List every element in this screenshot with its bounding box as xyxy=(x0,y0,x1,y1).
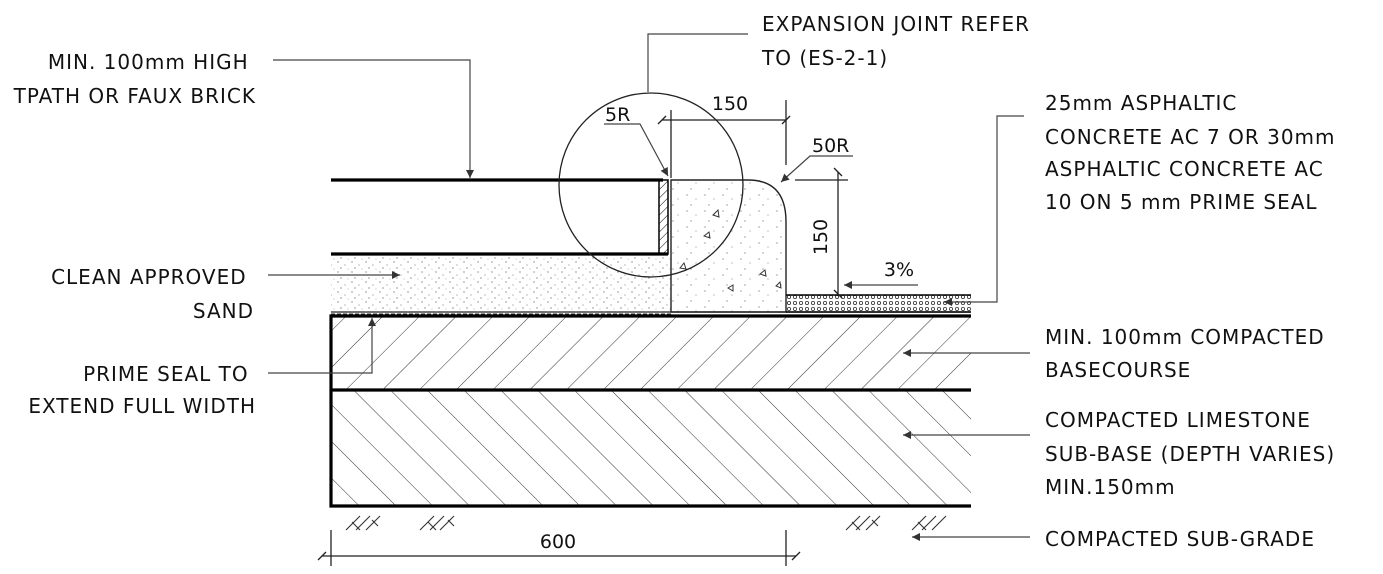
label-asphaltic: 25mm ASPHALTIC CONCRETE AC 7 OR 30mm ASP… xyxy=(1045,91,1343,214)
leader-5r xyxy=(604,123,669,177)
dim-text-inner-radius: 5R xyxy=(605,104,630,126)
asphalt-layer xyxy=(786,295,971,312)
label-basecourse: MIN. 100mm COMPACTED BASECOURSE xyxy=(1045,325,1332,382)
expansion-joint-filler xyxy=(658,179,669,255)
leader-expansion-joint xyxy=(647,33,748,92)
leader-prime-seal xyxy=(268,318,376,374)
label-prime-seal: PRIME SEAL TO EXTEND FULL WIDTH xyxy=(28,362,256,418)
dim-text-outer-radius: 50R xyxy=(812,135,849,157)
label-subgrade: COMPACTED SUB-GRADE xyxy=(1045,527,1315,551)
dim-text-kerb-height: 150 xyxy=(810,219,832,255)
dim-text-overall-width: 600 xyxy=(540,531,576,553)
dim-text-slope: 3% xyxy=(884,259,914,281)
pavement-outline xyxy=(329,314,971,508)
dim-kerb-width xyxy=(657,100,791,178)
footpath-layer xyxy=(331,178,668,256)
subbase-layer xyxy=(331,390,971,506)
label-sand: CLEAN APPROVED SAND xyxy=(51,265,254,323)
subgrade-marks xyxy=(345,515,947,531)
expansion-joint-detail-circle xyxy=(558,92,744,278)
leader-50r xyxy=(780,155,853,183)
leader-footpath xyxy=(273,59,474,178)
leader-asphaltic xyxy=(944,115,1024,306)
dim-kerb-height xyxy=(795,167,848,299)
basecourse-layer xyxy=(331,316,971,390)
sand-layer xyxy=(331,254,671,312)
label-expansion-joint: EXPANSION JOINT REFER TO (ES-2-1) xyxy=(761,12,1037,70)
dim-overall-width xyxy=(317,530,801,566)
kerb-aggregate-marks xyxy=(679,208,782,292)
label-subbase: COMPACTED LIMESTONE SUB-BASE (DEPTH VARI… xyxy=(1045,408,1343,499)
label-footpath: MIN. 100mm HIGH TPATH OR FAUX BRICK xyxy=(13,50,256,108)
dim-text-kerb-width: 150 xyxy=(712,93,748,115)
concrete-kerb xyxy=(670,179,787,313)
